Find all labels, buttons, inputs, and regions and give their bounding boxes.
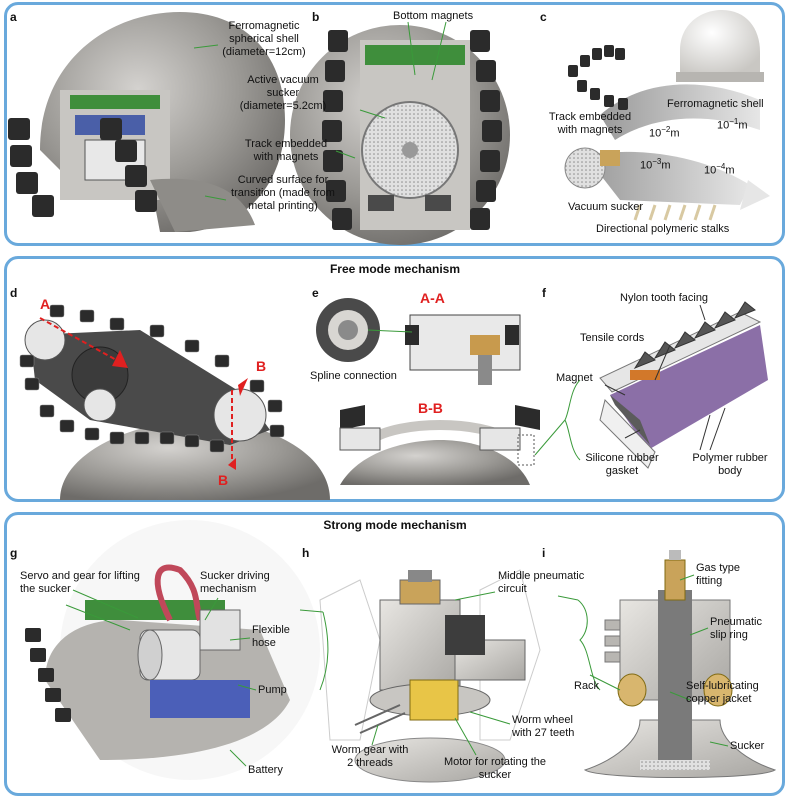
label-curved-surface: Curved surface for transition (made from… <box>231 174 335 212</box>
label-spline-connection: Spline connection <box>310 370 397 382</box>
section-marker-a: A <box>40 296 51 312</box>
label-active-vacuum-sucker: Active vacuum sucker (diameter=5.2cm) <box>239 74 327 112</box>
row3-title: Strong mode mechanism <box>323 518 467 532</box>
section-marker-b-bottom: B <box>218 472 229 488</box>
label-track-embedded-c: Track embedded with magnets <box>548 111 632 136</box>
label-worm-wheel: Worm wheel with 27 teeth <box>512 714 575 739</box>
label-vacuum-sucker: Vacuum sucker <box>568 201 643 213</box>
section-label-aa: A-A <box>420 290 445 306</box>
panel-letter-h: h <box>302 546 310 560</box>
label-magnet: Magnet <box>556 372 593 384</box>
panel-letter-d: d <box>10 286 18 300</box>
scale-label-4: 10−4m <box>704 162 735 177</box>
label-rack: Rack <box>574 680 600 692</box>
section-marker-b-top: B <box>256 358 267 374</box>
scale-label-1: 10−1m <box>717 117 748 132</box>
section-label-bb: B-B <box>418 400 443 416</box>
label-silicone-rubber-gasket: Silicone rubber gasket <box>585 452 659 477</box>
panel-g-internal <box>25 520 320 780</box>
panel-a-robot <box>8 12 285 232</box>
label-nylon-tooth-facing: Nylon tooth facing <box>620 292 709 304</box>
panel-b-robot <box>290 21 510 245</box>
label-pump: Pump <box>258 684 287 696</box>
label-servo-gear: Servo and gear for lifting the sucker <box>20 570 140 595</box>
label-directional-polymeric-stalks: Directional polymeric stalks <box>596 223 730 235</box>
label-battery: Battery <box>248 764 283 776</box>
panel-letter-a: a <box>10 10 17 24</box>
label-pneumatic-slip-ring: Pneumatic slip ring <box>710 616 762 641</box>
label-polymer-rubber-body: Polymer rubber body <box>692 452 768 477</box>
label-sucker: Sucker <box>730 740 765 752</box>
label-ferromagnetic-shell: Ferromagnetic shell <box>667 98 764 110</box>
panel-i-section <box>557 550 777 778</box>
panel-e-sections <box>316 298 540 485</box>
row2-title: Free mode mechanism <box>329 262 461 276</box>
label-motor-rotating-sucker: Motor for rotating the sucker <box>443 756 547 781</box>
scale-label-2: 10−2m <box>649 125 680 140</box>
panel-letter-f: f <box>542 286 546 300</box>
panel-letter-b: b <box>312 10 320 24</box>
label-worm-gear: Worm gear with 2 threads <box>331 744 409 769</box>
label-copper-jacket: Self-lubricating copper jacket <box>686 680 759 705</box>
panel-d-track <box>19 304 330 500</box>
label-ferromagnetic-spherical-shell: Ferromagnetic spherical shell (diameter=… <box>222 20 306 58</box>
panel-letter-i: i <box>542 546 546 560</box>
scale-label-3: 10−3m <box>640 157 671 172</box>
label-flexible-hose: Flexible hose <box>252 624 290 649</box>
label-gas-type-fitting: Gas type fitting <box>696 562 741 587</box>
panel-c-scales <box>564 10 770 221</box>
label-sucker-driving-mechanism: Sucker driving mechanism <box>200 570 270 595</box>
label-middle-pneumatic-circuit: Middle pneumatic circuit <box>498 570 585 595</box>
label-track-embedded-b: Track embedded with magnets <box>244 138 328 163</box>
panel-letter-g: g <box>10 546 18 560</box>
panel-letter-c: c <box>540 10 547 24</box>
panel-f-track-layers <box>534 301 768 469</box>
label-tensile-cords: Tensile cords <box>580 332 645 344</box>
label-bottom-magnets: Bottom magnets <box>393 10 474 22</box>
panel-h-mechanism <box>299 569 541 783</box>
panel-letter-e: e <box>312 286 319 300</box>
